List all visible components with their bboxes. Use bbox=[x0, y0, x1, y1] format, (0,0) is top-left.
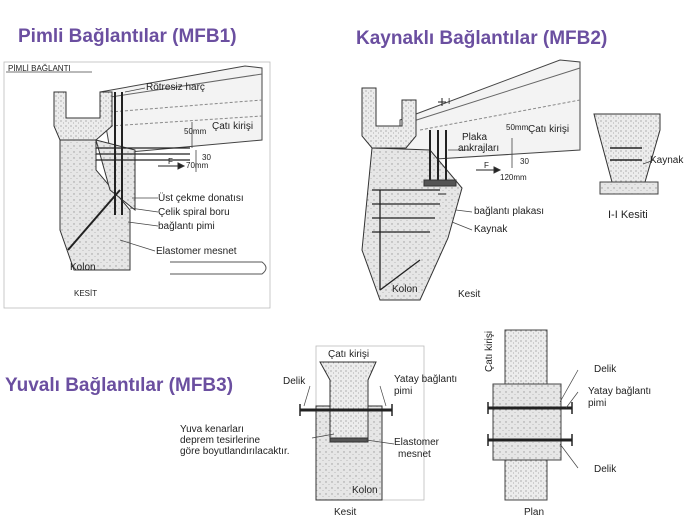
mfb2-drawing bbox=[361, 59, 661, 301]
mfb2-kolon-label: Kolon bbox=[392, 284, 418, 295]
mfb1-kolon-label: Kolon bbox=[70, 262, 96, 273]
mfb3-elastomer-label: Elastomer bbox=[394, 437, 440, 448]
mfb1-dim-30: 30 bbox=[202, 153, 211, 162]
mfb3-plan-cati-vertical: Çatı kirişi bbox=[484, 330, 495, 372]
mfb1-kesit-label: KESİT bbox=[74, 289, 98, 298]
mfb1-ust-cekme-label: Üst çekme donatısı bbox=[158, 193, 244, 204]
mfb2-force-label: F bbox=[484, 161, 489, 170]
title-mfb2: Kaynaklı Bağlantılar (MFB2) bbox=[356, 28, 608, 49]
mfb1-celik-spiral-label: Çelik spiral boru bbox=[158, 207, 230, 218]
mfb2-baglanti-plakasi-label: bağlantı plakası bbox=[474, 206, 545, 217]
mfb3-section-drawing bbox=[299, 345, 425, 501]
mfb3-plan-label: Plan bbox=[524, 507, 545, 518]
mfb3-yuva-note-1: Yuva kenarları bbox=[180, 424, 244, 435]
mfb3-plan-pimi-label: pimi bbox=[588, 398, 607, 409]
mfb3-kesit-label: Kesit bbox=[334, 507, 357, 518]
mfb3-mesnet-label: mesnet bbox=[398, 449, 431, 460]
mfb3-delik-label: Delik bbox=[283, 376, 306, 387]
mfb1-header: PİMLİ BAĞLANTI bbox=[8, 64, 71, 73]
mfb3-yuva-note-2: deprem tesirlerine bbox=[180, 435, 261, 446]
mfb2-kaynak-side-label: Kaynak bbox=[650, 155, 684, 166]
title-mfb3: Yuvalı Bağlantılar (MFB3) bbox=[5, 375, 234, 396]
mfb2-cati-label: Çatı kirişi bbox=[528, 124, 570, 135]
mfb1-elastomer-label: Elastomer mesnet bbox=[156, 246, 237, 257]
mfb2-i-mark: I bbox=[448, 97, 451, 106]
mfb2-dim-120: 120mm bbox=[500, 173, 527, 182]
mfb3-plan-delik-bottom: Delik bbox=[594, 464, 617, 475]
mfb1-dim-50: 50mm bbox=[184, 127, 207, 136]
mfb3-cati-label: Çatı kirişi bbox=[328, 349, 370, 360]
mfb2-dim-30: 30 bbox=[520, 157, 529, 166]
mfb3-yatay-label: Yatay bağlantı bbox=[394, 374, 458, 385]
mfb1-dim-70: 70mm bbox=[186, 161, 209, 170]
mfb3-plan-drawing bbox=[487, 329, 579, 501]
mfb1-baglanti-pimi-label: bağlantı pimi bbox=[158, 221, 215, 232]
mfb2-plaka-label: Plaka bbox=[462, 132, 488, 143]
mfb2-kesit-label: Kesit bbox=[458, 289, 481, 300]
mfb2-ii-kesiti-label: I-I Kesiti bbox=[608, 209, 648, 221]
mfb2-dim-50: 50mm bbox=[506, 123, 529, 132]
mfb1-drawing bbox=[3, 61, 271, 309]
title-mfb1: Pimli Bağlantılar (MFB1) bbox=[18, 26, 237, 47]
mfb1-rotresiz-label: Rötresiz harç bbox=[146, 82, 205, 93]
mfb3-plan-yatay-label: Yatay bağlantı bbox=[588, 386, 652, 397]
mfb2-kaynak-label: Kaynak bbox=[474, 224, 508, 235]
mfb3-yuva-note-3: göre boyutlandırılacaktır. bbox=[180, 446, 290, 457]
mfb3-kolon-label: Kolon bbox=[352, 485, 378, 496]
mfb3-pimi-label: pimi bbox=[394, 386, 413, 397]
mfb1-force-label: F bbox=[168, 157, 173, 166]
mfb1-cati-label: Çatı kirişi bbox=[212, 121, 254, 132]
mfb2-ankrajlari-label: ankrajları bbox=[458, 143, 500, 154]
mfb3-plan-delik-top: Delik bbox=[594, 364, 617, 375]
